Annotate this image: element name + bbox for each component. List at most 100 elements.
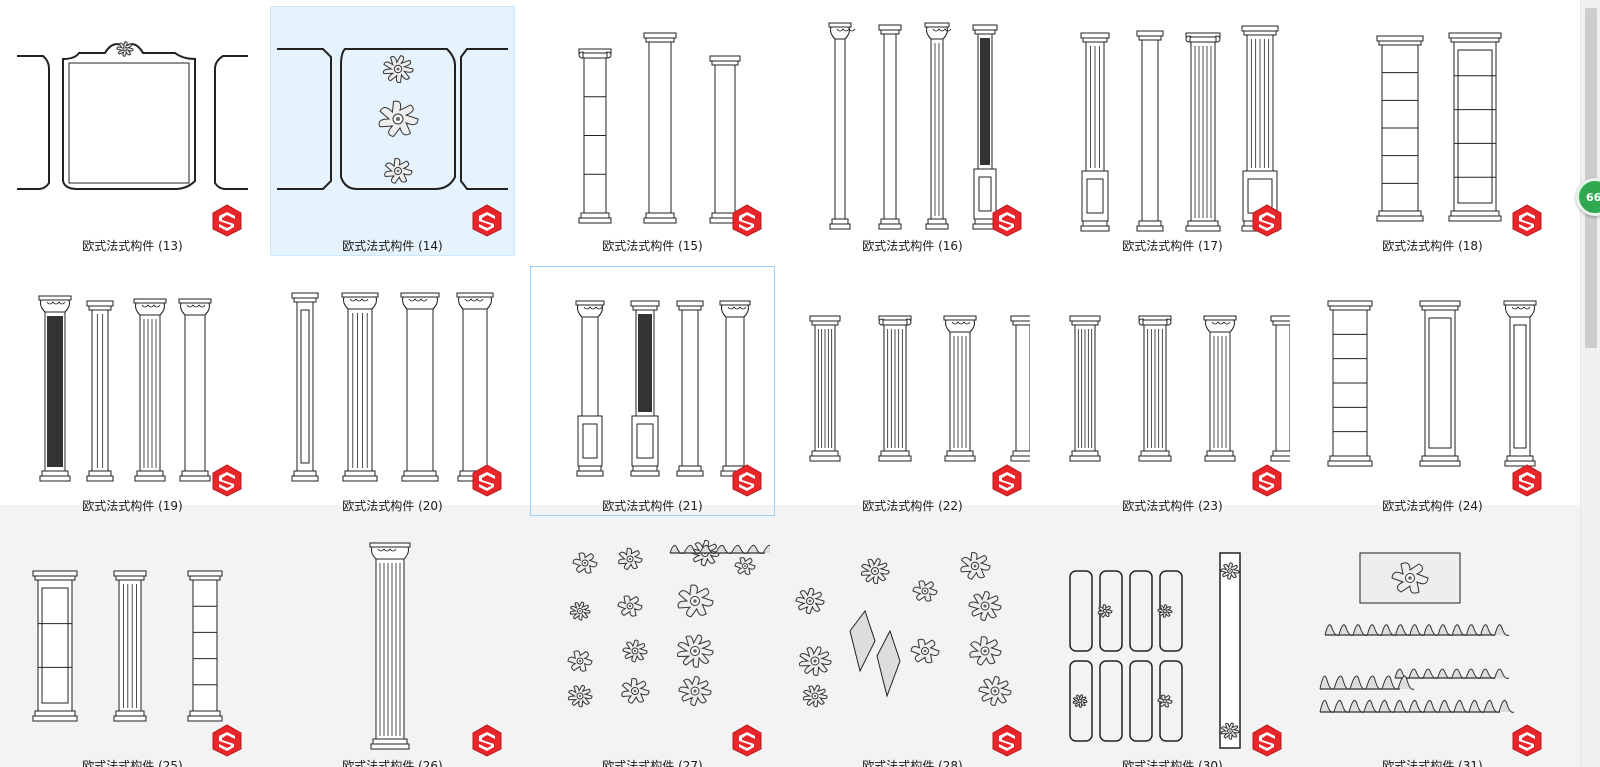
file-name-label: 欧式法式构件 (15)	[602, 239, 703, 253]
sketchup-icon	[1250, 723, 1284, 757]
thumbnail-drawing	[578, 32, 741, 224]
sketchup-file-icon	[1512, 724, 1542, 757]
column-drawing	[400, 292, 440, 482]
ornament-drawing	[912, 580, 938, 602]
file-thumbnail	[15, 531, 250, 759]
file-tile[interactable]: 欧式法式构件 (19)	[10, 266, 255, 516]
column-drawing	[1069, 315, 1101, 462]
thumbnail-drawing	[17, 41, 248, 190]
column-drawing	[575, 300, 605, 477]
sketchup-icon	[730, 463, 764, 497]
column-drawing	[32, 570, 78, 722]
ornament-drawing	[678, 676, 712, 706]
file-tile[interactable]: 欧式法式构件 (30)	[1050, 526, 1295, 767]
thumbnail-drawing	[575, 300, 751, 477]
file-tile[interactable]: 欧式法式构件 (26)	[270, 526, 515, 767]
thumbnail-drawing	[809, 315, 1030, 462]
file-name-label: 欧式法式构件 (20)	[342, 499, 443, 513]
column-drawing	[1503, 300, 1537, 467]
thumbnail-drawing	[291, 292, 494, 482]
sketchup-icon	[1510, 723, 1544, 757]
sketchup-icon	[210, 723, 244, 757]
ornament-drawing	[1072, 694, 1088, 708]
frieze-drawing	[1319, 675, 1415, 690]
column-drawing	[291, 292, 319, 482]
column-drawing	[86, 300, 114, 482]
floating-badge[interactable]: 66	[1576, 178, 1600, 216]
file-tile[interactable]: 欧式法式构件 (16)	[790, 6, 1035, 256]
file-thumbnail	[275, 271, 510, 499]
column-drawing	[924, 22, 952, 230]
file-name-label: 欧式法式构件 (14)	[342, 239, 443, 253]
thumbnail-drawing	[369, 542, 411, 750]
ornament-drawing	[802, 684, 828, 708]
sketchup-icon	[210, 203, 244, 237]
column-drawing	[38, 295, 72, 482]
file-name-label: 欧式法式构件 (27)	[602, 759, 703, 767]
file-thumbnail	[1055, 271, 1290, 499]
file-name-label: 欧式法式构件 (31)	[1382, 759, 1483, 767]
file-thumbnail	[275, 531, 510, 759]
thumbnail-drawing	[32, 570, 223, 722]
column-drawing	[972, 24, 998, 230]
thumbnail-drawing	[567, 539, 770, 708]
sketchup-file-icon	[992, 724, 1022, 757]
thumbnail-drawing	[1069, 552, 1241, 749]
file-tile[interactable]: 欧式法式构件 (24)	[1310, 266, 1555, 516]
file-tile[interactable]: 欧式法式构件 (27)	[530, 526, 775, 767]
ornament-drawing	[734, 557, 756, 575]
ornament-drawing	[622, 639, 648, 663]
file-tile[interactable]: 欧式法式构件 (31)	[1310, 526, 1555, 767]
file-thumbnail	[15, 11, 250, 239]
ornament-drawing	[960, 552, 991, 580]
file-tile[interactable]: 欧式法式构件 (23)	[1050, 266, 1295, 516]
file-thumbnail	[535, 531, 770, 759]
column-drawing	[113, 570, 147, 722]
file-thumbnail	[15, 271, 250, 499]
ornament-drawing	[1097, 604, 1113, 618]
file-name-label: 欧式法式构件 (25)	[82, 759, 183, 767]
file-thumbnail	[275, 11, 510, 239]
file-tile[interactable]: 欧式法式构件 (25)	[10, 526, 255, 767]
sketchup-file-icon	[1252, 204, 1282, 237]
column-drawing	[828, 22, 856, 230]
file-thumbnail	[795, 531, 1030, 759]
file-tile[interactable]: 欧式法式构件 (18)	[1310, 6, 1555, 256]
file-tile[interactable]: 欧式法式构件 (17)	[1050, 6, 1295, 256]
column-drawing	[178, 298, 212, 482]
ornament-drawing	[1157, 694, 1173, 708]
file-tile[interactable]: 欧式法式构件 (28)	[790, 526, 1035, 767]
sketchup-icon	[730, 203, 764, 237]
file-tile[interactable]: 欧式法式构件 (13)	[10, 6, 255, 256]
file-tile[interactable]: 欧式法式构件 (22)	[790, 266, 1035, 516]
column-drawing	[1448, 32, 1502, 222]
file-tile[interactable]: 欧式法式构件 (21)	[530, 266, 775, 516]
column-drawing	[878, 24, 902, 230]
file-tile[interactable]: 欧式法式构件 (20)	[270, 266, 515, 516]
file-thumbnail	[795, 271, 1030, 499]
vertical-scrollbar[interactable]	[1580, 0, 1600, 767]
column-drawing	[943, 315, 977, 462]
column-drawing	[878, 315, 912, 462]
sketchup-icon	[470, 723, 504, 757]
file-name-label: 欧式法式构件 (30)	[1122, 759, 1223, 767]
sketchup-icon	[1250, 203, 1284, 237]
ornament-drawing	[567, 684, 593, 708]
ornament-drawing	[799, 646, 832, 676]
watermark-band	[0, 505, 1580, 767]
file-name-label: 欧式法式构件 (18)	[1382, 239, 1483, 253]
ornament-drawing	[1157, 604, 1173, 618]
ornament-drawing	[795, 587, 825, 615]
file-name-label: 欧式法式构件 (19)	[82, 499, 183, 513]
ornament-drawing	[618, 547, 643, 571]
sketchup-file-icon	[1512, 464, 1542, 497]
thumbnail-drawing	[828, 22, 998, 230]
sketchup-icon	[210, 463, 244, 497]
file-tile[interactable]: 欧式法式构件 (14)	[270, 6, 515, 256]
sketchup-icon	[470, 463, 504, 497]
column-drawing	[578, 48, 612, 224]
sketchup-icon	[990, 463, 1024, 497]
thumbnail-drawing	[1069, 315, 1290, 462]
ornament-drawing	[382, 55, 414, 84]
file-tile[interactable]: 欧式法式构件 (15)	[530, 6, 775, 256]
